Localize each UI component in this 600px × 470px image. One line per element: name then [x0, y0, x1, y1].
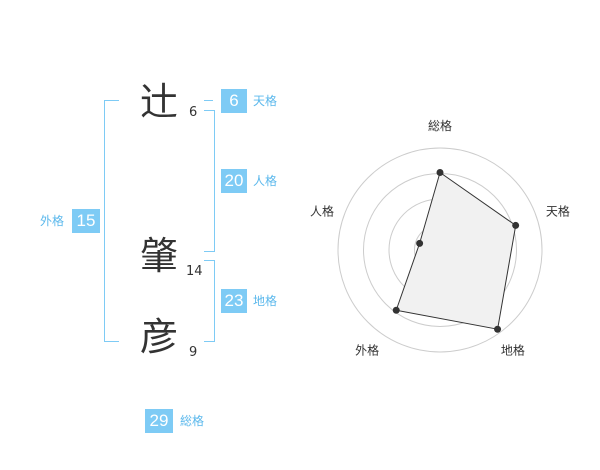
radar-series-area [395, 171, 517, 330]
radar-axis-label-3: 地格 [501, 342, 525, 357]
tenkaku-label: 天格 [253, 94, 278, 108]
radar-point-5 [416, 239, 424, 247]
chikaku-value: 23 [221, 289, 247, 313]
soukaku-value: 29 [145, 409, 173, 433]
gaikaku-value: 15 [72, 209, 100, 233]
stroke-count-1: 6 [189, 105, 198, 120]
jinkaku-bracket [204, 110, 215, 252]
gaikaku-bracket [104, 100, 119, 342]
radar-axis-label-4: 外格 [355, 342, 379, 357]
chikaku-label: 地格 [253, 294, 278, 308]
chikaku-bracket [204, 260, 215, 342]
name-char-3: 彦 [139, 315, 178, 359]
name-char-2: 肇 [139, 234, 178, 278]
radar-point-2 [512, 221, 520, 229]
jinkaku-label: 人格 [253, 174, 278, 188]
radar-axis-label-5: 人格 [310, 204, 334, 219]
tenkaku-bracket [204, 100, 213, 101]
gaikaku-label: 外格 [40, 214, 65, 228]
radar-axis-label-1: 総格 [428, 118, 452, 133]
name-char-1: 辻 [139, 80, 178, 124]
radar-point-1 [436, 168, 444, 176]
jinkaku-value: 20 [221, 169, 247, 193]
stroke-count-2: 14 [186, 264, 203, 279]
soukaku-label: 総格 [180, 414, 205, 428]
radar-ring-4 [337, 147, 543, 353]
radar-axis-label-2: 天格 [546, 204, 570, 219]
radar-point-3 [494, 325, 502, 333]
radar-point-4 [392, 306, 400, 314]
stroke-count-3: 9 [189, 345, 198, 360]
tenkaku-value: 6 [221, 89, 247, 113]
